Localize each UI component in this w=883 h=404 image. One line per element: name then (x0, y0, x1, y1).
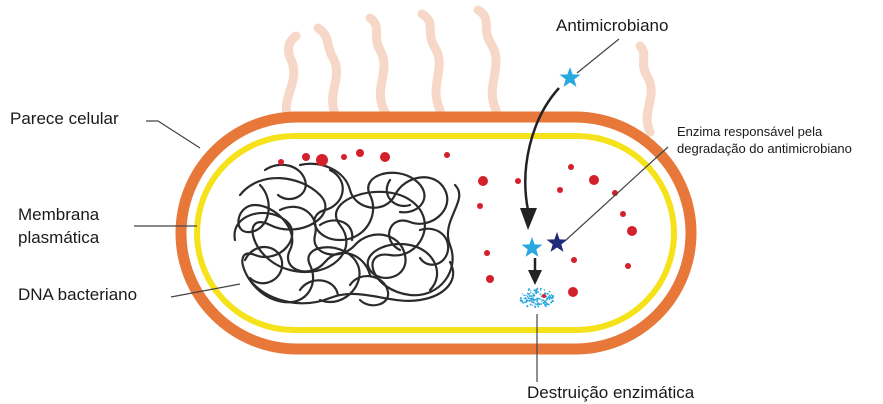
cloud-dot (530, 298, 532, 300)
cloud-dot (532, 298, 534, 300)
cloud-dot (525, 297, 527, 299)
cloud-dot (525, 295, 526, 296)
ribosome (627, 226, 637, 236)
cloud-dot (528, 297, 530, 299)
cloud-dot (538, 304, 539, 305)
cloud-dot (526, 305, 528, 307)
leader-line-antimicrobiano (577, 39, 619, 73)
cloud-dot (526, 301, 528, 303)
ribosome (278, 159, 284, 165)
cloud-dot (534, 306, 536, 308)
cloud-dot (530, 303, 532, 305)
flagellum (370, 18, 385, 112)
label-plasmatica: plasmática (18, 228, 100, 247)
cloud-dot (527, 293, 528, 294)
cloud-dot (522, 293, 523, 294)
cloud-dot (528, 300, 530, 302)
cloud-dot (535, 299, 536, 300)
ribosome (302, 153, 310, 161)
cloud-dot (533, 295, 535, 297)
cloud-dot (533, 302, 535, 304)
cloud-dot (532, 293, 533, 294)
ribosome (478, 176, 488, 186)
ribosome (542, 294, 546, 298)
cloud-dot (536, 290, 538, 292)
ribosome (568, 287, 578, 297)
cloud-dot (546, 299, 548, 301)
cloud-dot (529, 293, 531, 295)
flagellum (286, 36, 296, 122)
plasma-membrane (197, 136, 674, 330)
leader-line-parede (146, 121, 200, 148)
cloud-dot (552, 300, 554, 302)
cloud-dot (523, 294, 525, 296)
cloud-dot (520, 297, 522, 299)
cloud-dot (547, 293, 549, 295)
cloud-dot (540, 293, 542, 295)
cloud-dot (540, 303, 542, 305)
label-antimicrobiano: Antimicrobiano (556, 16, 668, 35)
cloud-dot (531, 305, 532, 306)
cloud-dot (549, 291, 551, 293)
ribosome (486, 275, 494, 283)
ribosome (620, 211, 626, 217)
ribosome (356, 149, 364, 157)
cloud-dot (551, 302, 552, 303)
label-parede-celular: Parece celular (10, 109, 119, 128)
cloud-dot (540, 289, 542, 291)
cloud-dot (536, 303, 538, 305)
cloud-dot (552, 297, 554, 299)
cloud-dot (538, 306, 540, 308)
cloud-dot (540, 299, 541, 300)
cloud-dot (541, 301, 542, 302)
cloud-dot (536, 301, 538, 303)
ribosome (444, 152, 450, 158)
ribosome (341, 154, 347, 160)
cloud-dot (544, 289, 545, 290)
ribosome (316, 154, 328, 166)
cloud-dot (527, 296, 528, 297)
cloud-dot (530, 291, 531, 292)
label-dna-bacteriano: DNA bacteriano (18, 285, 137, 304)
label-enzima-line2: degradação do antimicrobiano (677, 141, 852, 156)
ribosome (625, 263, 631, 269)
cloud-dot (538, 291, 540, 293)
cloud-dot (529, 295, 531, 297)
cloud-dot (548, 297, 550, 299)
cloud-dot (536, 297, 538, 299)
flagellum (478, 10, 496, 110)
cloud-dot (545, 305, 547, 307)
flagellum (318, 28, 337, 116)
cloud-dot (535, 303, 537, 305)
ribosome (589, 175, 599, 185)
label-enzima-line1: Enzima responsável pela (677, 124, 823, 139)
flagellum (422, 14, 440, 110)
cloud-dot (551, 294, 553, 296)
ribosome (571, 257, 577, 263)
cloud-dot (531, 295, 533, 297)
cloud-dot (544, 292, 545, 293)
cloud-dot (544, 300, 546, 302)
cloud-dot (550, 298, 551, 299)
ribosome (557, 187, 563, 193)
cloud-dot (530, 290, 531, 291)
cloud-dot (542, 302, 544, 304)
antimicrobial-star-icon (560, 67, 581, 87)
cloud-dot (537, 288, 539, 290)
cloud-dot (533, 294, 534, 295)
ribosome (568, 164, 574, 170)
ribosome (484, 250, 490, 256)
cloud-dot (546, 297, 548, 299)
cloud-dot (522, 302, 524, 304)
label-membrana: Membrana (18, 205, 100, 224)
cloud-dot (528, 288, 530, 290)
ribosome (380, 152, 390, 162)
cloud-dot (546, 303, 548, 305)
ribosome (477, 203, 483, 209)
ribosome (515, 178, 521, 184)
cloud-dot (549, 295, 550, 296)
flagellum (640, 46, 651, 132)
label-destruicao-enzimatica: Destruição enzimática (527, 383, 695, 402)
